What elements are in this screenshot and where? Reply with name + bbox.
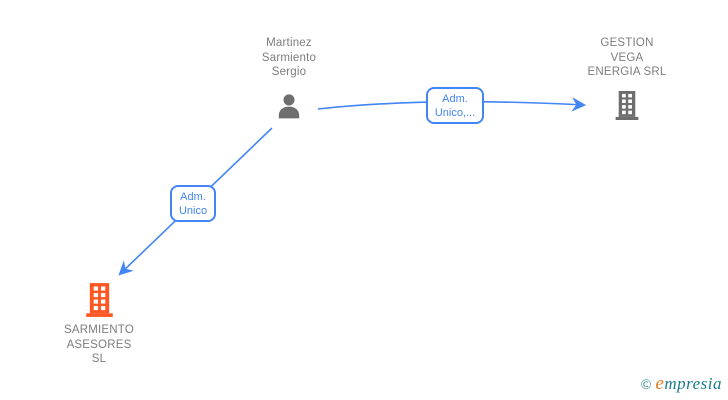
company-name: GESTION VEGA ENERGIA SRL <box>587 37 667 78</box>
company-name: SARMIENTO ASESORES SL <box>64 324 134 365</box>
edge-label-adm-unico-left[interactable]: Adm. Unico <box>170 185 216 222</box>
building-icon <box>615 90 639 120</box>
edge-label-adm-unico-right[interactable]: Adm. Unico,... <box>426 87 484 124</box>
brand-initial: e <box>655 373 665 394</box>
person-name: Martinez Sarmiento Sergio <box>261 37 317 78</box>
person-icon <box>278 93 300 118</box>
brand-rest: mpresia <box>664 374 722 393</box>
brand-name: empresia <box>655 373 722 395</box>
building-icon <box>85 283 113 317</box>
node-person[interactable]: Martinez Sarmiento Sergio <box>229 36 349 121</box>
node-company-gestion-vega[interactable]: GESTION VEGA ENERGIA SRL <box>567 36 687 120</box>
node-company-sarmiento-asesores[interactable]: SARMIENTO ASESORES SL <box>39 283 159 367</box>
copyright-icon: © <box>640 378 652 393</box>
empresia-logo[interactable]: © empresia <box>641 373 722 395</box>
